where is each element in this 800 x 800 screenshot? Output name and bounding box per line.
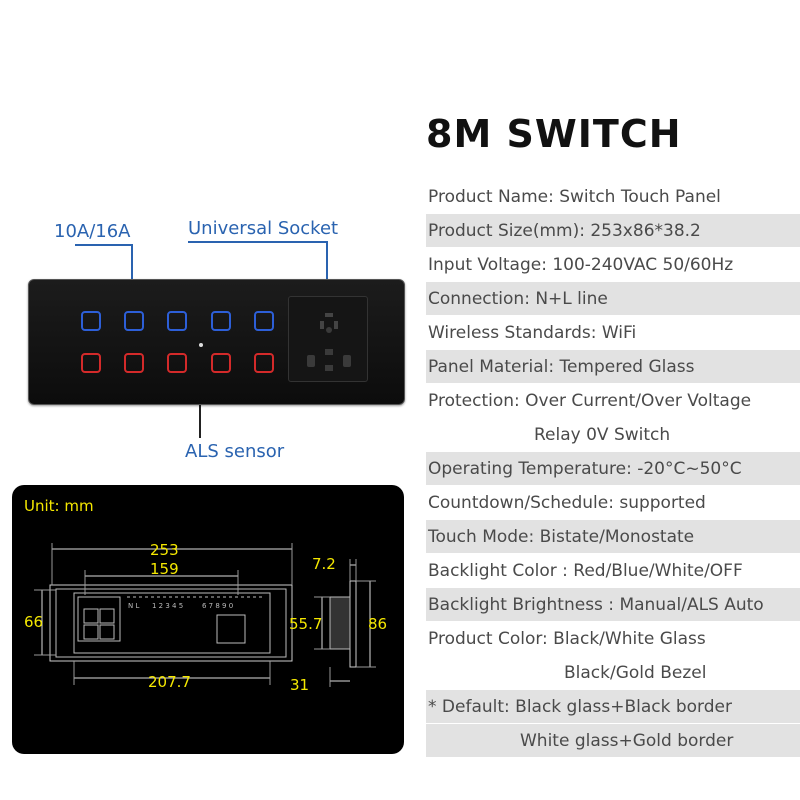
amp-leader-v [131,244,133,308]
drawing-lines [34,543,376,687]
spec-row: Connection: N+L line [426,282,800,316]
dim-7-2: 7.2 [312,555,336,573]
spec-row: Operating Temperature: -20°C~50°C [426,452,800,486]
spec-row: Product Size(mm): 253x86*38.2 [426,214,800,248]
spec-row: Protection: Over Current/Over Voltage [426,384,800,418]
spec-row: * Default: Black glass+Black border [426,690,800,724]
touch-key-red[interactable] [124,353,144,373]
dim-31: 31 [290,676,310,694]
dim-86: 86 [368,615,388,633]
page-title: 8M SWITCH [426,112,682,156]
spec-row: Backlight Brightness : Manual/ALS Auto [426,588,800,622]
board-label: N L [128,602,140,610]
dim-253: 253 [150,541,179,559]
als-sensor-dot [199,343,203,347]
spec-row: Countdown/Schedule: supported [426,486,800,520]
switch-panel [28,279,405,405]
spec-row: Product Color: Black/White Glass [426,622,800,656]
amp-callout: 10A/16A [54,221,131,242]
universal-socket [288,296,368,382]
dim-159: 159 [150,560,179,578]
touch-key-blue[interactable] [254,311,274,331]
touch-key-red[interactable] [211,353,231,373]
dim-55-7: 55.7 [289,615,323,633]
touch-key-blue[interactable] [167,311,187,331]
amp-leader-h [75,244,133,246]
spec-row-continued: White glass+Gold border [426,724,800,758]
board-label: 6 7 8 9 0 [202,602,234,610]
socket-callout: Universal Socket [188,218,339,239]
socket-holes-icon [307,313,351,371]
spec-row: Wireless Standards: WiFi [426,316,800,350]
socket-leader-v [326,241,328,311]
touch-key-red[interactable] [254,353,274,373]
spec-row: Input Voltage: 100-240VAC 50/60Hz [426,248,800,282]
spec-row-continued: Relay 0V Switch [426,418,800,452]
touch-key-red[interactable] [167,353,187,373]
touch-key-blue[interactable] [81,311,101,331]
dim-66: 66 [24,613,44,631]
touch-key-blue[interactable] [211,311,231,331]
spec-table: Product Name: Switch Touch Panel Product… [426,180,800,758]
spec-row: Product Name: Switch Touch Panel [426,180,800,214]
dim-207-7: 207.7 [148,673,191,691]
spec-row-continued: Black/Gold Bezel [426,656,800,690]
touch-key-blue[interactable] [124,311,144,331]
dimension-drawing: Unit: mm [12,485,404,754]
touch-key-red[interactable] [81,353,101,373]
unit-label: Unit: mm [24,497,94,515]
board-label: 1 2 3 4 5 [152,602,184,610]
als-callout: ALS sensor [185,441,285,462]
spec-row: Panel Material: Tempered Glass [426,350,800,384]
spec-row: Touch Mode: Bistate/Monostate [426,520,800,554]
socket-leader-h [188,241,328,243]
spec-row: Backlight Color : Red/Blue/White/OFF [426,554,800,588]
